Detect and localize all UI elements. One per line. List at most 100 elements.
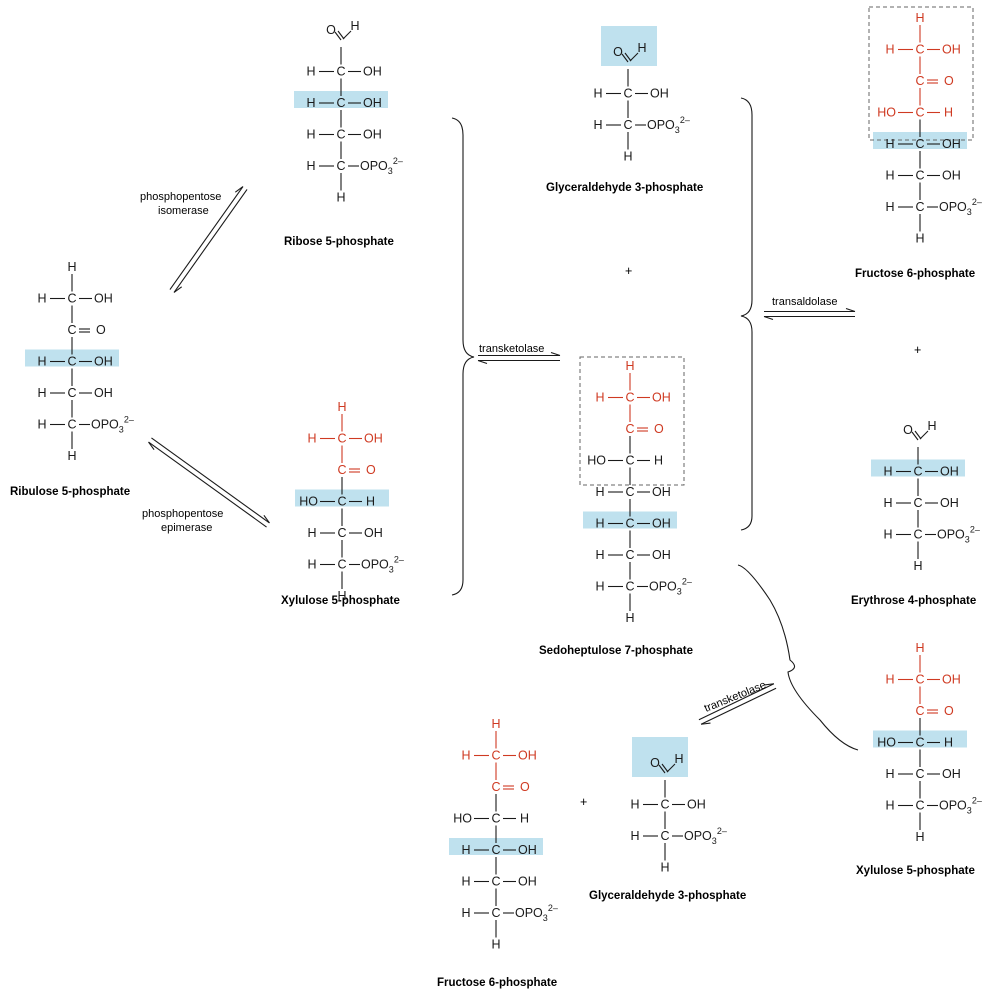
hydroxyl-group: OH [94,386,113,400]
atom-label: H [491,717,500,731]
atom-label: H [654,454,663,468]
phosphate-group-label: OPO32– [649,577,692,597]
carbonyl-double-bond [621,53,629,63]
plus-sign-bottom: + [580,795,587,809]
lower-right-brace [737,564,859,751]
carbon-atom: C [67,418,76,432]
label-layer: Ribulose 5-phosphate Ribose 5-phosphate … [10,182,976,989]
hydroxyl-group: OH [518,749,537,763]
isomerase-label-line1: phosphopentose [140,191,221,203]
atom-label: H [306,96,315,110]
atom-label: H [883,465,892,479]
highlighted-stereocenter [873,730,967,748]
carbon-atom: C [623,118,632,132]
atom-label: H [883,528,892,542]
carbon-atom: C [67,323,76,337]
isomerase-equilibrium-arrow [173,189,248,293]
carbon-atom: C [913,528,922,542]
carbonyl-oxygen: O [366,463,376,477]
erythrose-4-phosphate-caption: Erythrose 4-phosphate [851,595,976,607]
atom-label: H [307,432,316,446]
carbon-atom: C [913,496,922,510]
highlight-layer [25,26,967,855]
hydroxyl-group: OH [363,96,382,110]
carbon-atom: C [915,736,924,750]
carbon-atom: C [337,558,346,572]
carbon-atom: C [491,749,500,763]
hydroxyl-group: OH [363,128,382,142]
atom-label: H [944,736,953,750]
epimerase-equilibrium-arrow [151,437,270,524]
plus-sign-top: + [625,264,632,278]
arrow-layer [148,97,859,751]
arrowhead [148,441,155,451]
carbonyl-oxygen: O [650,756,660,770]
phosphate-group-label: OPO32– [360,156,403,176]
carbon-atom: C [915,200,924,214]
carbon-atom: C [491,780,500,794]
hydroxyl-group: OH [364,526,383,540]
xylulose-5-phosphate-left-caption: Xylulose 5-phosphate [281,595,400,607]
atom-label: H [595,485,604,499]
ribulose-5-phosphate-caption: Ribulose 5-phosphate [10,486,130,498]
glyceraldehyde-3-phosphate-top-caption: Glyceraldehyde 3-phosphate [546,182,703,194]
atom-label: H [944,106,953,120]
carbon-atom: C [491,843,500,857]
carbon-atom: C [336,159,345,173]
arrowhead [477,359,488,365]
aldehyde-bond [629,52,639,62]
atom-label: H [625,359,634,373]
highlighted-stereocenter [449,838,543,855]
atom-label: H [37,386,46,400]
right-products-brace [740,97,753,531]
hydroxyl-group: OH [652,485,671,499]
highlighted-stereocenter [295,489,389,507]
atom-label: H [461,843,470,857]
aldehyde-bond [666,763,676,773]
phosphate-group-label: OPO32– [939,197,982,217]
transaldolase-label: transaldolase [772,296,837,308]
phosphate-group-label: OPO32– [361,555,404,575]
carbon-atom: C [915,74,924,88]
atom-label: H [915,830,924,844]
atom-label: H [337,589,346,603]
transferred-dihydroxyacetone-box [579,356,685,486]
carbonyl-double-bond [911,431,919,441]
atom-label: H [307,526,316,540]
arrowhead [763,315,774,321]
arrowhead [550,351,561,357]
transketolase-label-1: transketolase [479,343,544,355]
carbon-atom: C [660,829,669,843]
atom-label: H [306,128,315,142]
carbon-atom: C [915,767,924,781]
aldehyde-bond [919,430,929,440]
hydroxyl-group: OH [94,355,113,369]
highlighted-aldehyde [601,26,657,66]
carbon-atom: C [915,137,924,151]
hydroxyl-group: OH [942,673,961,687]
atom-label: H [915,11,924,25]
carbon-atom: C [491,906,500,920]
carbonyl-double-bond [661,763,669,773]
atom-label: H [307,558,316,572]
atom-label: H [660,861,669,875]
atom-label: H [595,391,604,405]
carbonyl-oxygen: O [96,323,106,337]
hydroxyl-group: HO [877,106,896,120]
atom-label: H [366,495,375,509]
highlighted-stereocenter [583,511,677,529]
carbon-atom: C [491,812,500,826]
aldehyde-hydrogen: H [927,419,936,433]
hydroxyl-group: HO [299,495,318,509]
atom-label: H [593,87,602,101]
atom-label: H [491,938,500,952]
carbon-atom: C [915,43,924,57]
carbonyl-double-bond [624,52,632,62]
carbonyl-double-bond [914,430,922,440]
epimerase-label-line2: epimerase [161,522,212,534]
carbon-atom: C [915,704,924,718]
atom-label: H [630,829,639,843]
atom-label: H [630,798,639,812]
atom-label: H [37,292,46,306]
